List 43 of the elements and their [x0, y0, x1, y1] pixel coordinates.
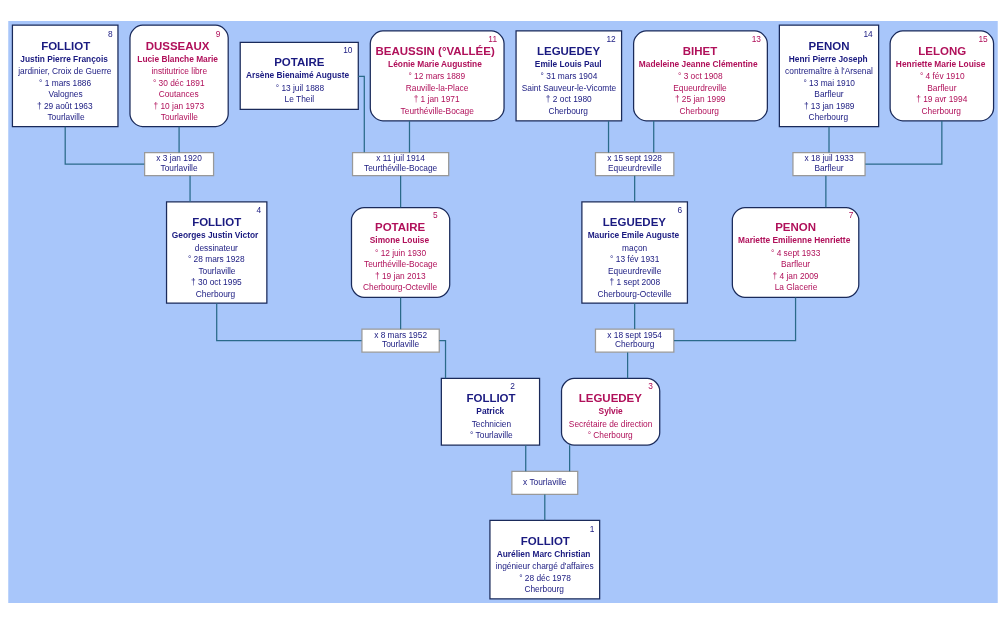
node-box: 11 BEAUSSIN (°VALLÉE) Léonie Marie Augustine ° 12 mars 1889 Rauville-la-Place † 1 jan 1971 Teurthéville-Bocage — [369, 29, 505, 121]
node-box: 13 BIHET Madeleine Jeanne Clémentine ° 3 oct 1908 Equeurdreville † 25 jan 1999 Cherbourg — [633, 29, 768, 121]
node-box: 5 POTAIRE Simone Louise ° 12 juin 1930 Teurthéville-Bocage † 19 jan 2013 Cherbourg-Octeville — [350, 206, 451, 298]
node-box: x 15 sept 1928 Equeurdreville — [594, 151, 675, 176]
node-box: 3 LEGUEDEY Sylvie Secrétaire de direction ° Cherbourg — [560, 377, 661, 446]
node-box: x 11 juil 1914 Teurthéville-Bocage — [351, 151, 450, 176]
node-box: x Tourlaville — [511, 470, 579, 495]
connector — [607, 119, 610, 153]
connector — [408, 119, 411, 153]
connector — [64, 125, 145, 165]
connector — [626, 351, 629, 379]
connector — [634, 302, 636, 330]
node-box: 9 DUSSEAUX Lucie Blanche Marie institutrice libre ° 30 déc 1891 Coutances † 10 jan 1973 Tourlaville — [129, 24, 229, 127]
connector — [825, 174, 827, 208]
connector — [673, 296, 797, 341]
node-box: 2 FOLLIOT Patrick Technicien ° Tourlaville — [440, 377, 541, 446]
node-box: 15 LELONG Henriette Marie Louise ° 4 fév 1910 Barfleur † 19 avr 1994 Cherbourg — [889, 29, 995, 121]
connector — [216, 302, 363, 341]
node-box: x 3 jan 1920 Tourlaville — [144, 151, 215, 176]
connector — [438, 339, 447, 379]
node-box: 12 LEGUEDEY Emile Louis Paul ° 31 mars 1904 Saint Sauveur-le-Vicomte † 2 oct 1980 Cherbourg — [515, 29, 623, 121]
connector — [828, 125, 830, 153]
node-box: 7 PENON Mariette Emilienne Henriette ° 4 sept 1933 Barfleur † 4 jan 2009 La Glacerie — [731, 206, 860, 298]
connector — [399, 174, 402, 208]
connector — [525, 444, 527, 472]
node-box: 8 FOLLIOT Justin Pierre François jardinier, Croix de Guerre ° 1 mars 1886 Valognes † 29 août 1963 Tourlaville — [11, 24, 119, 127]
connector — [569, 444, 571, 472]
node-box: x 18 juil 1933 Barfleur — [792, 151, 866, 176]
node-box: 1 FOLLIOT Aurélien Marc Christian ingénieur chargé d'affaires ° 28 déc 1978 Cherbourg — [489, 519, 601, 599]
connector — [357, 75, 365, 153]
connector — [544, 493, 546, 521]
connector — [864, 119, 943, 165]
node-box: 14 PENON Henri Pierre Joseph contremaître à l'Arsenal ° 13 mai 1910 Barfleur † 13 jan 1989 Cherbourg — [778, 24, 880, 127]
node-box: 10 POTAIRE Arsène Bienaimé Auguste ° 13 juil 1888 Le Theil — [239, 41, 359, 110]
connector — [178, 125, 180, 153]
connector — [634, 174, 636, 202]
connector — [189, 174, 191, 202]
connector — [399, 296, 402, 330]
node-box: x 8 mars 1952 Tourlaville — [361, 328, 440, 353]
connector — [653, 119, 655, 153]
node-box: x 18 sept 1954 Cherbourg — [594, 328, 675, 353]
node-box: 6 LEGUEDEY Maurice Emile Auguste maçon ° 13 fév 1931 Equeurdreville † 1 sept 2008 Cherbourg-Octeville — [581, 200, 689, 304]
node-box: 4 FOLLIOT Georges Justin Victor dessinateur ° 28 mars 1928 Tourlaville † 30 oct 1995 Cherbourg — [165, 200, 268, 304]
